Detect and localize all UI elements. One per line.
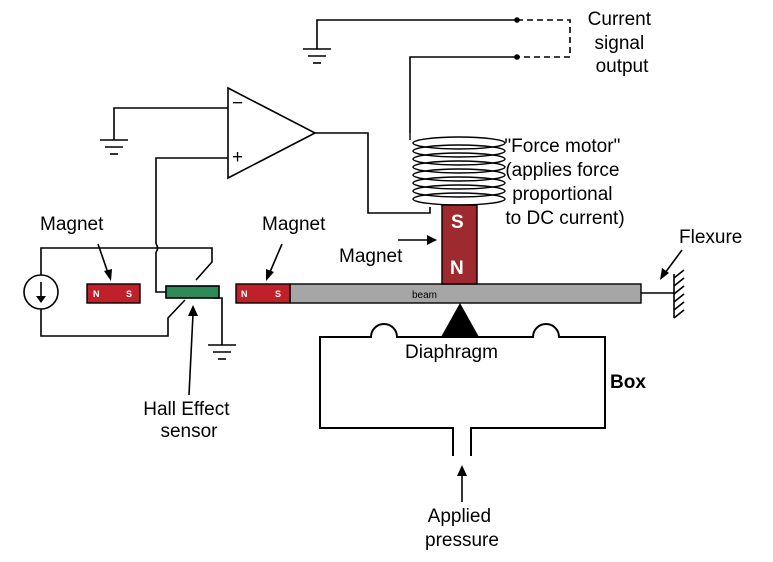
ground-symbol-top [303, 48, 331, 64]
op-amp-plus-wire [155, 157, 228, 244]
magnet-mid-arrow [269, 243, 283, 273]
current-source [23, 274, 59, 310]
hall-sensor-arrowhead [188, 305, 198, 316]
fulcrum [441, 303, 479, 337]
flexure [641, 269, 685, 319]
signal-output-wiring [316, 17, 571, 133]
op-amp-minus-label: − [232, 93, 243, 114]
magnet-mid-arrowhead [266, 269, 274, 281]
applied-pressure-label: Applied pressure [425, 506, 499, 551]
pressure-box [319, 323, 606, 456]
source-wire-top [40, 247, 213, 281]
force-motor-label: "Force motor" (applies force proportiona… [504, 136, 625, 229]
magnet-coil-label: Magnet [339, 246, 403, 267]
op-amp: − + [227, 86, 317, 180]
flexure-arrow [664, 249, 683, 274]
magnet-left-arrow [97, 243, 109, 274]
magnet-left-n-label: N [93, 289, 100, 299]
magnet-core-s-label: S [451, 212, 464, 233]
flexure-label: Flexure [679, 227, 742, 248]
beam-label: beam [412, 290, 437, 301]
ground-symbol-sensor [208, 344, 236, 360]
magnet-core-n-label: N [450, 258, 464, 279]
magnet-coil-arrowhead [427, 235, 437, 245]
magnet-coil-core: S N [441, 204, 478, 285]
source-wire-bottom [40, 299, 186, 337]
magnet-left-arrowhead [104, 269, 112, 281]
force-motor-coil [409, 133, 506, 206]
magnet-left-label: Magnet [40, 214, 104, 235]
magnet-left: N S [86, 283, 141, 304]
op-amp-plus-label: + [232, 147, 243, 168]
magnet-left-s-label: S [126, 289, 132, 299]
flexure-arrowhead [660, 268, 669, 280]
sensor-lead-left [155, 252, 168, 293]
box-label: Box [610, 372, 646, 393]
magnet-mid-n-label: N [241, 289, 248, 299]
sensor-ground-wire [213, 297, 223, 345]
diaphragm-label: Diaphragm [405, 342, 498, 363]
applied-pressure-arrowhead [457, 465, 467, 476]
magnet-mid-s-label: S [275, 289, 281, 299]
hall-sensor-arrow [188, 313, 194, 396]
op-amp-minus-wire [113, 107, 228, 140]
magnet-mid-label: Magnet [262, 214, 326, 235]
hall-sensor-label: Hall Effect sensor [143, 399, 235, 442]
beam [289, 283, 642, 304]
ground-symbol-opamp [100, 139, 128, 155]
magnet-mid: N S [235, 283, 291, 304]
hall-effect-sensor [165, 285, 220, 299]
current-signal-label: Current signal output [588, 9, 657, 77]
op-amp-output-wire [315, 132, 431, 214]
